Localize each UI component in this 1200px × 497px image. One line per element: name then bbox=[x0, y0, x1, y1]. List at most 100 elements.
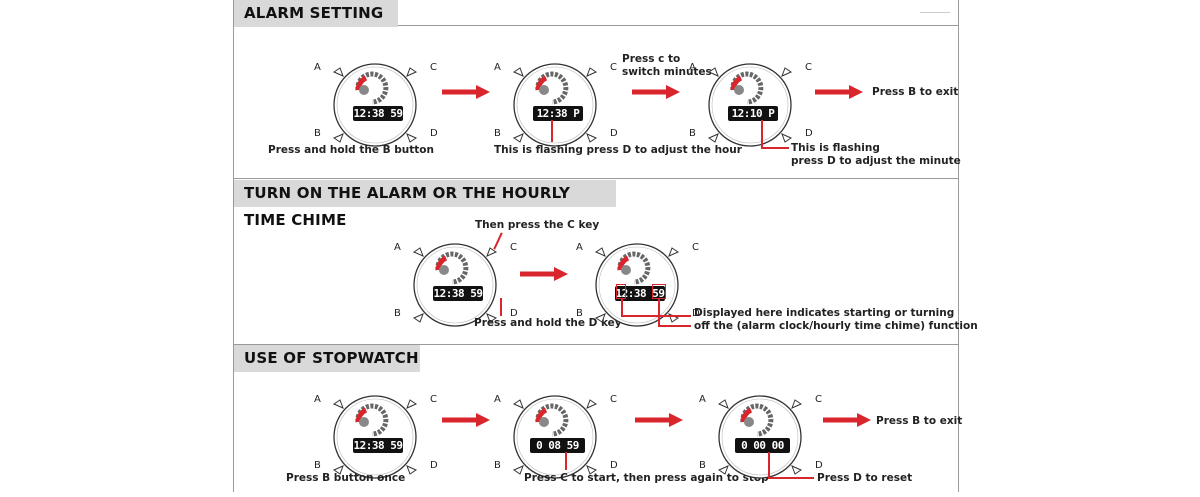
lcd-display: 0 00 00 bbox=[735, 438, 790, 453]
section-header-chime: TURN ON THE ALARM OR THE HOURLY TIME CHI… bbox=[234, 180, 616, 229]
highlight-box bbox=[652, 284, 666, 299]
button-d-label: D bbox=[610, 128, 618, 139]
watch-diagram: A C B D 12:38 59 bbox=[314, 50, 438, 160]
caption-alarm-5: Press B to exit bbox=[872, 86, 959, 98]
button-c-label: C bbox=[805, 62, 812, 73]
corner-mark bbox=[920, 12, 950, 21]
watch-diagram: A C B D 12:10 P bbox=[689, 50, 813, 160]
caption-line: off the (alarm clock/hourly time chime) … bbox=[694, 320, 978, 332]
button-b-label: B bbox=[494, 460, 501, 471]
callout-line bbox=[621, 315, 691, 317]
frame-right-line bbox=[958, 0, 959, 492]
arrow-right-icon bbox=[632, 85, 680, 99]
caption-stopwatch-1: Press B button once bbox=[286, 472, 406, 484]
button-c-label: C bbox=[430, 394, 437, 405]
caption-alarm-2: This is flashing press D to adjust the h… bbox=[494, 144, 742, 156]
watch-diagram: A C B D 0 08 59 bbox=[494, 382, 618, 492]
button-c-label: C bbox=[510, 242, 517, 253]
watch-face-icon bbox=[412, 243, 498, 327]
callout-line bbox=[768, 452, 770, 478]
callout-line bbox=[621, 298, 623, 316]
button-a-label: A bbox=[689, 62, 696, 73]
frame-left-line bbox=[233, 0, 234, 492]
divider-line-1 bbox=[233, 178, 959, 179]
callout-line bbox=[565, 452, 567, 470]
button-b-label: B bbox=[394, 308, 401, 319]
caption-stopwatch-2: Press C to start, then press again to st… bbox=[524, 472, 769, 484]
button-a-label: A bbox=[494, 394, 501, 405]
button-b-label: B bbox=[314, 460, 321, 471]
button-d-label: D bbox=[610, 460, 618, 471]
lcd-display: 0 08 59 bbox=[530, 438, 585, 453]
highlight-box bbox=[616, 284, 626, 299]
button-a-label: A bbox=[394, 242, 401, 253]
watch-face-icon bbox=[594, 243, 680, 327]
button-a-label: A bbox=[699, 394, 706, 405]
caption-stopwatch-4: Press D to reset bbox=[817, 472, 913, 484]
callout-line bbox=[658, 298, 660, 326]
button-d-label: D bbox=[692, 308, 700, 319]
caption-line: press D to adjust the minute bbox=[791, 155, 961, 167]
caption-chime-3: Displayed here indicates starting or tur… bbox=[694, 307, 978, 333]
caption-alarm-1: Press and hold the B button bbox=[268, 144, 434, 156]
caption-chime-2: Press and hold the D key bbox=[474, 317, 622, 329]
lcd-display: 12:10 P bbox=[728, 106, 778, 121]
watch-face-icon bbox=[332, 395, 418, 479]
section-header-stopwatch: USE OF STOPWATCH bbox=[234, 345, 420, 372]
lcd-display: 12:38 59 bbox=[353, 106, 403, 121]
button-d-label: D bbox=[430, 128, 438, 139]
arrow-right-icon bbox=[635, 413, 683, 427]
button-b-label: B bbox=[689, 128, 696, 139]
lcd-display: 12:38 59 bbox=[433, 286, 483, 301]
callout-line bbox=[658, 325, 691, 327]
caption-stopwatch-3: Press B to exit bbox=[876, 415, 963, 427]
button-b-label: B bbox=[699, 460, 706, 471]
section-header-alarm-setting: ALARM SETTING bbox=[234, 0, 398, 27]
button-c-label: C bbox=[610, 394, 617, 405]
button-c-label: C bbox=[430, 62, 437, 73]
button-d-label: D bbox=[430, 460, 438, 471]
watch-diagram: A C B D 0 00 00 bbox=[699, 382, 823, 492]
button-b-label: B bbox=[314, 128, 321, 139]
arrow-right-icon bbox=[442, 413, 490, 427]
arrow-right-icon bbox=[823, 413, 871, 427]
watch-face-icon bbox=[707, 63, 793, 147]
button-c-label: C bbox=[610, 62, 617, 73]
callout-line bbox=[500, 298, 502, 316]
button-c-label: C bbox=[692, 242, 699, 253]
header-line-1 bbox=[233, 25, 959, 26]
arrow-right-icon bbox=[815, 85, 863, 99]
lcd-display: 12:38 P bbox=[533, 106, 583, 121]
caption-line: switch minutes bbox=[622, 66, 712, 78]
watch-diagram: A C B D 12:38 59 bbox=[314, 382, 438, 492]
button-c-label: C bbox=[815, 394, 822, 405]
watch-face-icon bbox=[512, 63, 598, 147]
button-a-label: A bbox=[576, 242, 583, 253]
caption-chime-1: Then press the C key bbox=[475, 219, 600, 231]
arrow-right-icon bbox=[520, 267, 568, 281]
callout-line bbox=[761, 120, 763, 148]
watch-diagram: A C B D 12:38 59 bbox=[576, 230, 700, 340]
callout-line bbox=[768, 477, 814, 479]
lcd-display: 12:38 59 bbox=[353, 438, 403, 453]
caption-alarm-4: This is flashing press D to adjust the m… bbox=[791, 142, 961, 168]
button-d-label: D bbox=[815, 460, 823, 471]
button-a-label: A bbox=[494, 62, 501, 73]
button-b-label: B bbox=[494, 128, 501, 139]
arrow-right-icon bbox=[442, 85, 490, 99]
callout-line bbox=[761, 147, 789, 149]
callout-line bbox=[551, 120, 553, 142]
watch-face-icon bbox=[717, 395, 803, 479]
caption-line: Press c to bbox=[622, 53, 681, 65]
button-b-label: B bbox=[576, 308, 583, 319]
divider-line-2 bbox=[233, 344, 959, 345]
caption-line: This is flashing bbox=[791, 142, 880, 154]
button-d-label: D bbox=[510, 308, 518, 319]
watch-face-icon bbox=[332, 63, 418, 147]
button-a-label: A bbox=[314, 394, 321, 405]
watch-diagram: A C B D 12:38 P bbox=[494, 50, 618, 160]
button-d-label: D bbox=[805, 128, 813, 139]
watch-diagram: A C B D 12:38 59 bbox=[394, 230, 518, 340]
button-a-label: A bbox=[314, 62, 321, 73]
